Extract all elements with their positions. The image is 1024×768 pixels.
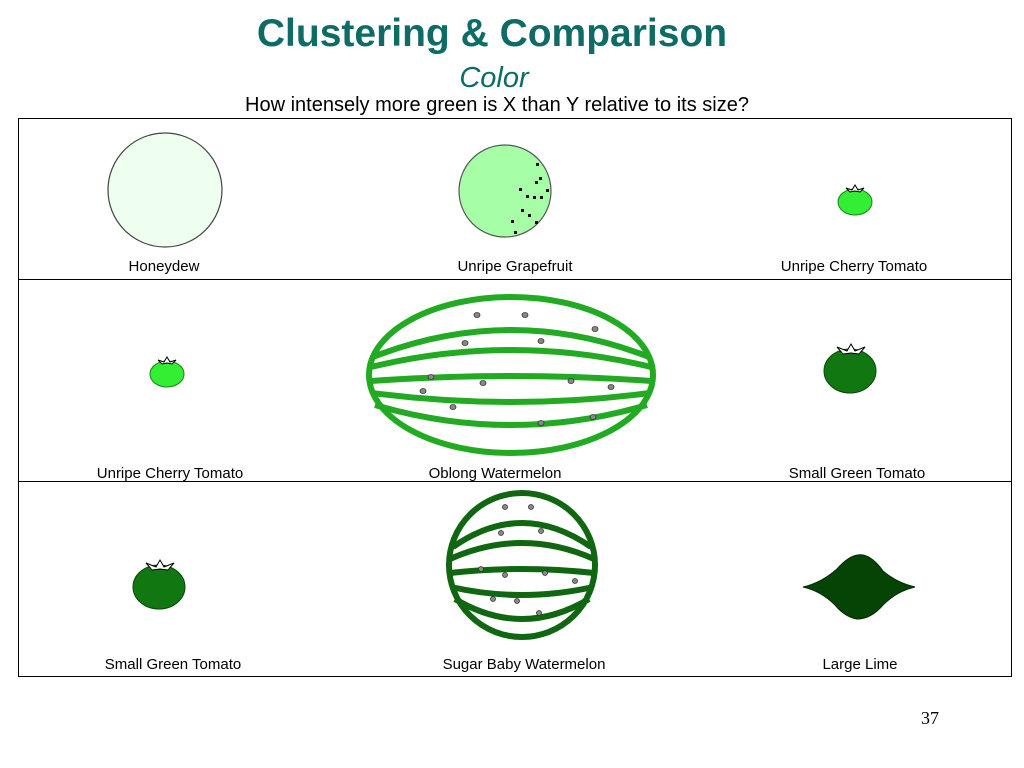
row-divider — [19, 279, 1011, 280]
comparison-grid: Honeydew Unripe Grapefruit Unripe Cherry… — [18, 118, 1012, 677]
item-label-oblong-watermelon: Oblong Watermelon — [428, 465, 562, 482]
lime-icon — [802, 554, 916, 620]
grapefruit-icon — [458, 144, 552, 238]
green-tomato-icon — [132, 558, 186, 610]
cherry-tomato-icon — [149, 356, 185, 388]
item-label-sugar-baby-watermelon: Sugar Baby Watermelon — [442, 656, 606, 673]
item-label-unripe-cherry-tomato: Unripe Cherry Tomato — [96, 465, 244, 482]
comparison-question: How intensely more green is X than Y rel… — [245, 94, 749, 116]
oblong-watermelon-icon — [366, 294, 656, 456]
cherry-tomato-icon — [837, 184, 873, 216]
sugar-baby-watermelon-icon — [446, 490, 598, 640]
page-number: 37 — [921, 708, 939, 728]
item-label-small-green-tomato: Small Green Tomato — [104, 656, 242, 673]
green-tomato-icon — [823, 342, 877, 394]
item-label-small-green-tomato: Small Green Tomato — [788, 465, 926, 482]
item-label-honeydew: Honeydew — [128, 258, 200, 275]
honeydew-icon — [107, 132, 223, 248]
item-label-unripe-grapefruit: Unripe Grapefruit — [457, 258, 573, 275]
slide-title: Clustering & Comparison — [256, 12, 728, 55]
slide-subtitle: Color — [459, 62, 529, 94]
item-label-large-lime: Large Lime — [822, 656, 898, 673]
item-label-unripe-cherry-tomato: Unripe Cherry Tomato — [780, 258, 928, 275]
row-divider — [19, 481, 1011, 482]
